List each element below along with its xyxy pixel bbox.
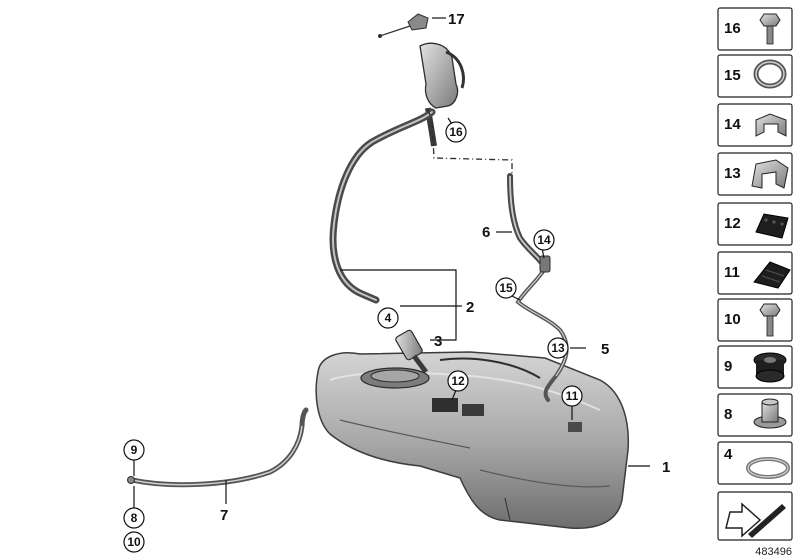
circled-label-9: 9: [123, 439, 145, 461]
panel-cell-arrow: [717, 491, 793, 541]
panel-cell-11: 11: [717, 251, 793, 295]
panel-number: 13: [724, 165, 741, 182]
panel-cell-4: 4: [717, 441, 793, 485]
svg-text:16: 16: [449, 125, 463, 139]
label-3: 3: [434, 333, 442, 350]
panel-number: 11: [724, 264, 740, 281]
panel-cell-14: 14: [717, 103, 793, 147]
fuel-tank: [315, 351, 630, 529]
label-2: 2: [466, 299, 474, 316]
label-6: 6: [482, 224, 490, 241]
parts-panel: 16 15 14 13 12: [717, 7, 793, 541]
label-1: 1: [662, 459, 670, 476]
panel-cell-9: 9: [717, 345, 793, 389]
reference-number: 483496: [755, 546, 792, 558]
panel-number: 4: [724, 446, 733, 463]
svg-text:8: 8: [131, 511, 138, 525]
vent-line: [427, 109, 513, 176]
panel-cell-8: 8: [717, 393, 793, 437]
svg-text:13: 13: [551, 341, 565, 355]
circled-label-12: 12: [447, 370, 469, 392]
panel-cell-10: 10: [717, 298, 793, 342]
circled-label-16: 16: [445, 121, 467, 143]
circled-label-4: 4: [377, 307, 399, 329]
svg-text:11: 11: [566, 389, 579, 403]
panel-number: 10: [724, 311, 741, 328]
panel-number: 8: [724, 406, 732, 423]
circled-label-10: 10: [123, 531, 145, 553]
svg-text:14: 14: [537, 233, 551, 247]
panel-cell-16: 16: [717, 7, 793, 51]
panel-number: 14: [724, 116, 741, 133]
panel-number: 12: [724, 215, 741, 232]
circled-label-11: 11: [561, 385, 583, 407]
vent-hose: [507, 173, 549, 271]
svg-text:12: 12: [451, 374, 465, 388]
panel-number: 15: [724, 67, 741, 84]
label-5: 5: [601, 341, 609, 358]
label-17: 17: [448, 11, 465, 28]
panel-number: 9: [724, 358, 732, 375]
svg-text:4: 4: [385, 311, 392, 325]
filler-hose: [329, 108, 436, 304]
svg-text:15: 15: [499, 281, 513, 295]
label-7: 7: [220, 507, 228, 524]
panel-cell-13: 13: [717, 152, 793, 196]
tank-strap: [129, 407, 309, 488]
hose-connector: [395, 329, 428, 374]
panel-cell-15: 15: [717, 54, 793, 98]
circled-label-14: 14: [533, 229, 555, 251]
circled-label-8: 8: [123, 507, 145, 529]
panel-number: 16: [724, 20, 741, 37]
leader-lines: [133, 17, 650, 508]
circled-label-13: 13: [547, 337, 569, 359]
svg-text:9: 9: [131, 443, 138, 457]
circled-label-15: 15: [495, 277, 517, 299]
svg-text:10: 10: [127, 535, 141, 549]
panel-cell-12: 12: [717, 202, 793, 246]
filler-neck: [378, 13, 465, 147]
